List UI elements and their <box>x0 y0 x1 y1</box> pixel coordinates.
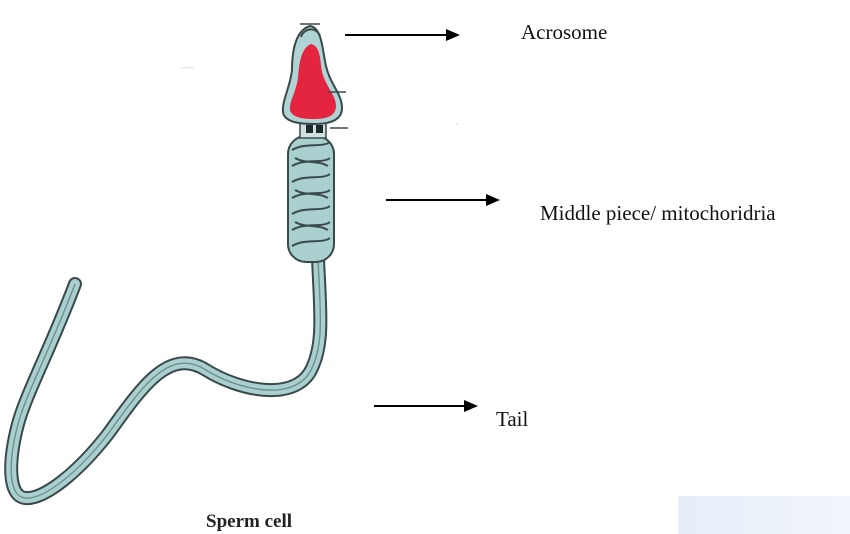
arrow-middle-piece <box>386 194 500 206</box>
middle-piece <box>288 136 334 262</box>
arrow-acrosome <box>345 29 460 41</box>
label-middle-piece: Middle piece/ mitochoridria <box>540 203 776 224</box>
tail-outline <box>11 258 320 498</box>
centriole <box>306 125 313 133</box>
label-acrosome: Acrosome <box>521 22 607 43</box>
arrow-tail <box>374 400 478 412</box>
figure-caption: Sperm cell <box>206 511 292 533</box>
tail-midline <box>11 258 320 498</box>
centriole <box>316 125 323 133</box>
tail <box>11 258 320 498</box>
label-tail: Tail <box>496 409 528 430</box>
